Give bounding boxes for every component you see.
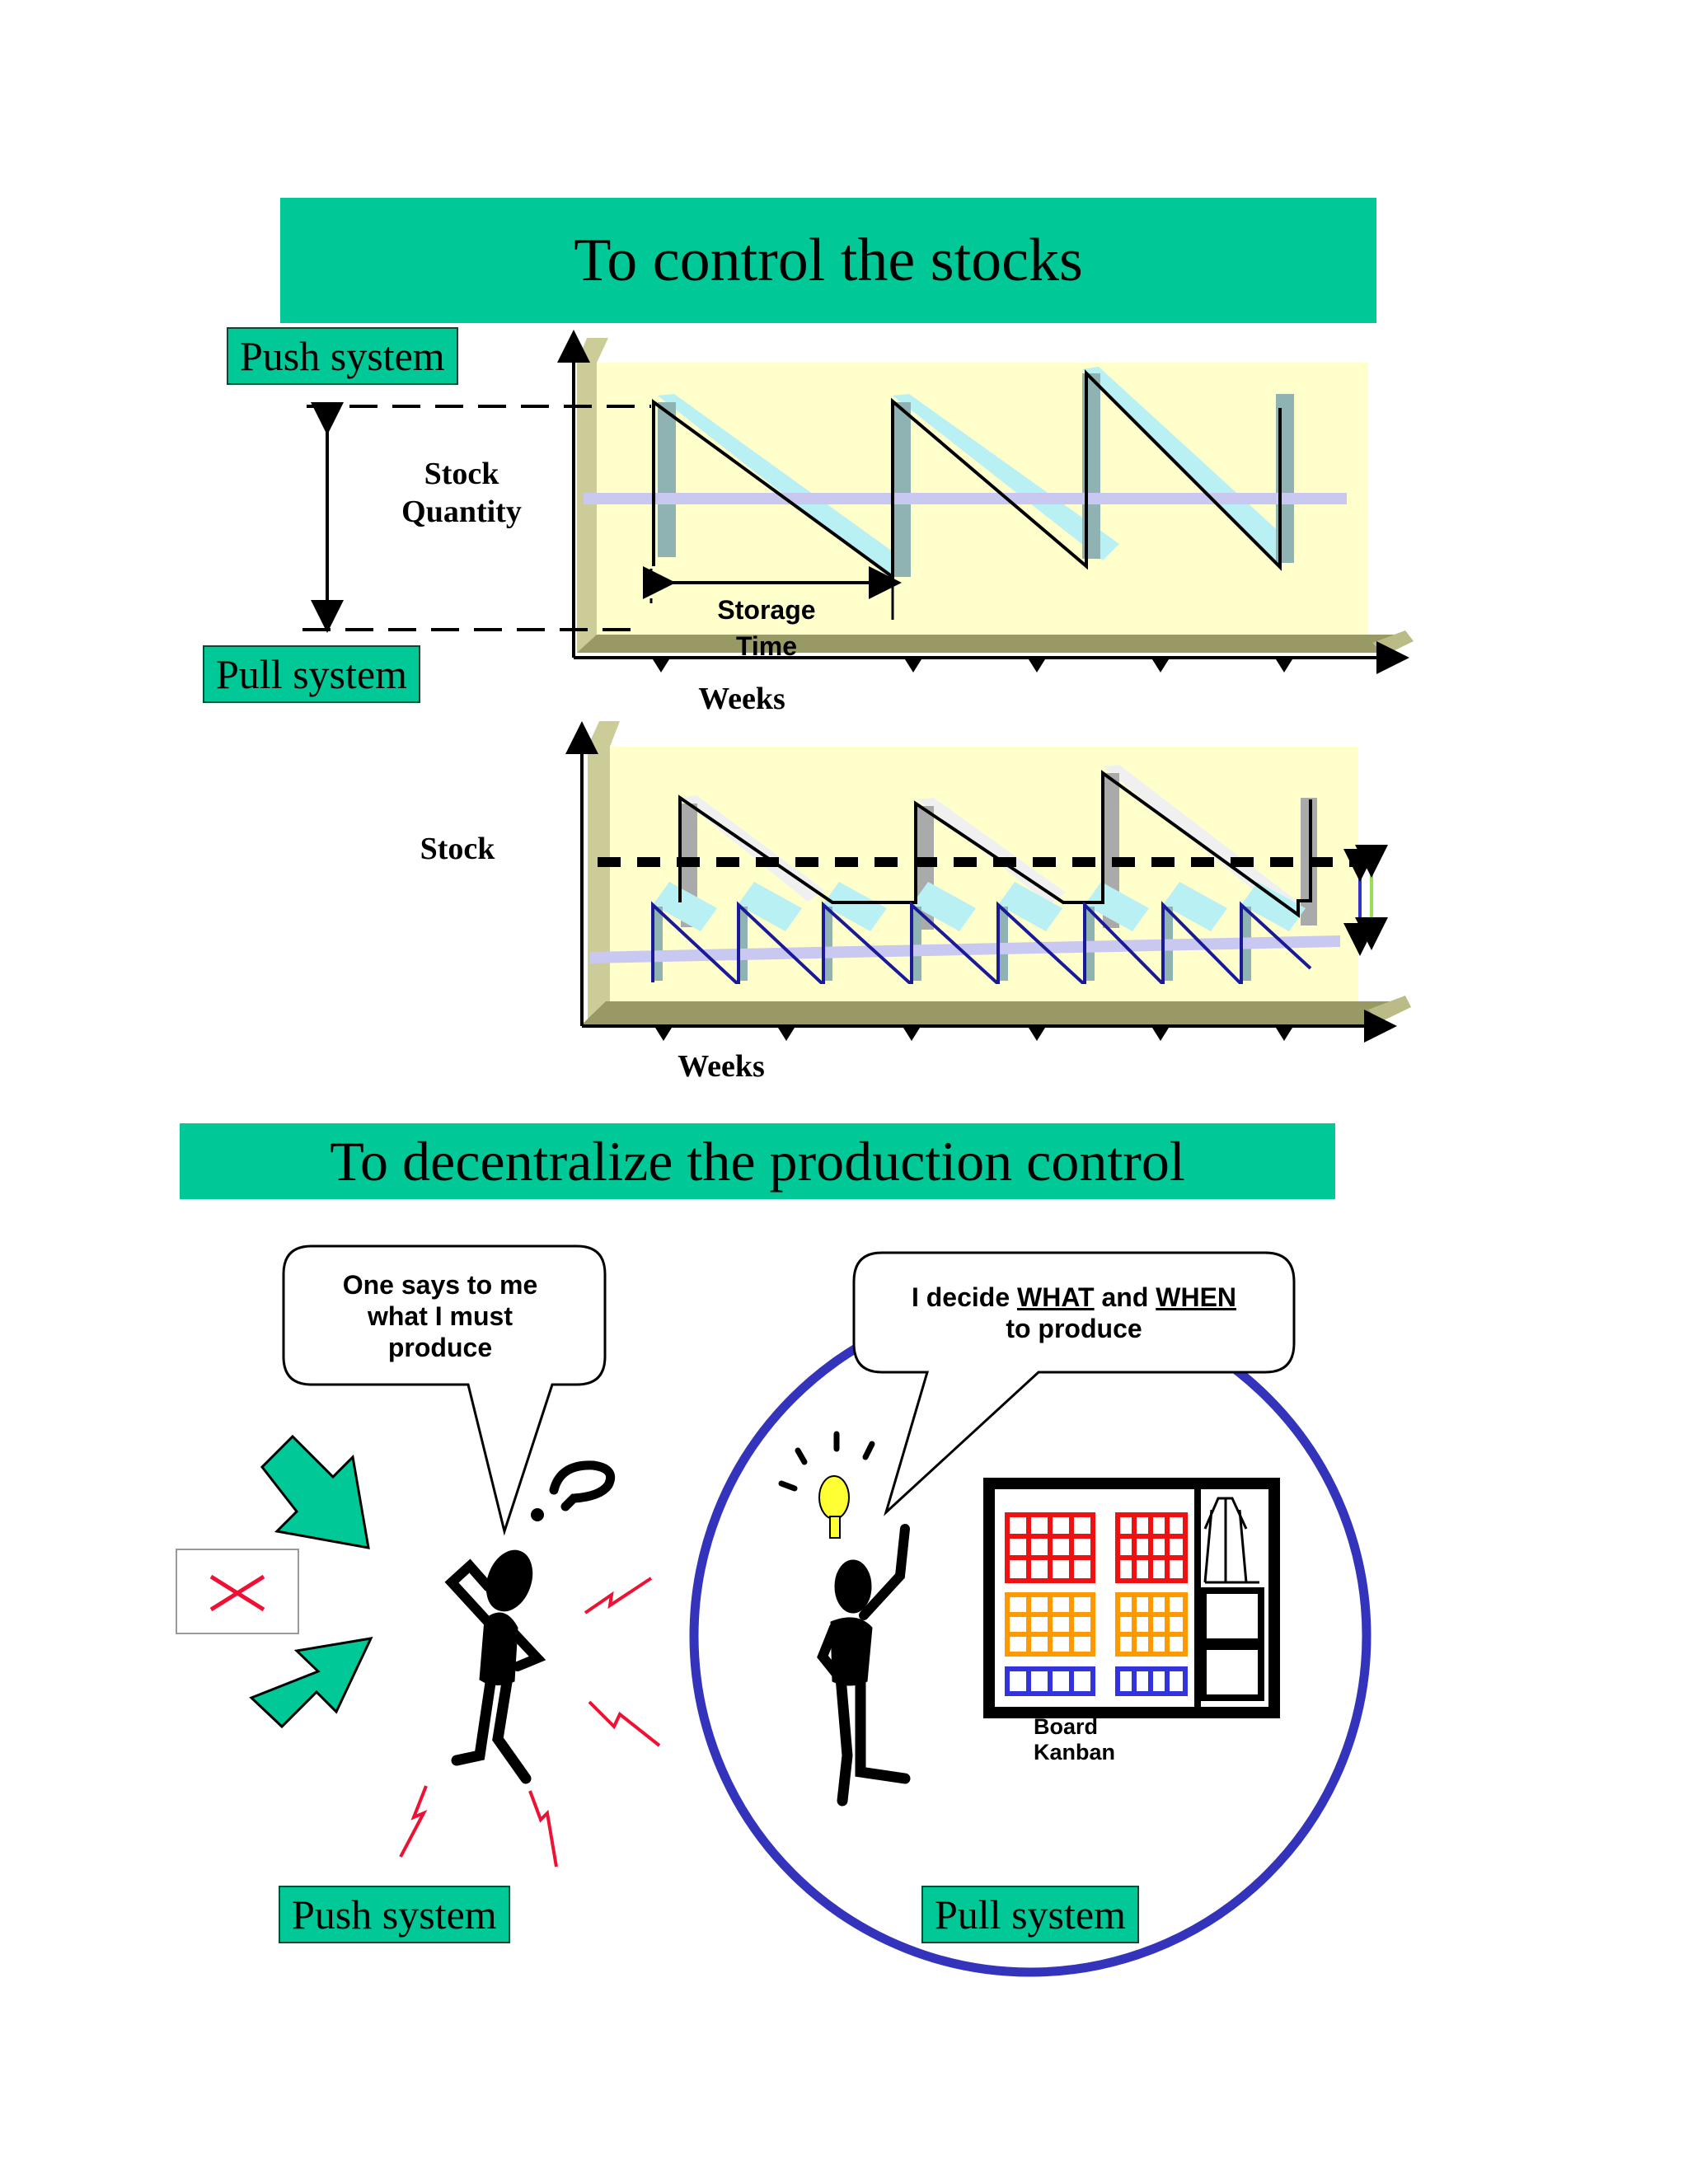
board-kanban-label: Board Kanban — [1034, 1714, 1165, 1765]
stick-figure-icon — [444, 1549, 546, 1784]
speech-bubble-left-text: One says to me what I must produce — [292, 1269, 588, 1363]
bubble-left-line: what I must — [367, 1301, 513, 1331]
board-label-line1: Board — [1034, 1714, 1099, 1739]
stock-quantity-line1: Stock — [424, 457, 499, 491]
cross-icon — [176, 1549, 299, 1634]
speech-bubble-left — [282, 1244, 607, 1536]
kanban-board-icon — [983, 1478, 1280, 1718]
bubble-right-line1: I decide WHAT and WHEN — [857, 1282, 1291, 1313]
weeks-label-2: Weeks — [678, 1049, 765, 1084]
push-arrow-icon — [260, 1434, 370, 1549]
bubble-right-when: WHEN — [1156, 1282, 1237, 1312]
stock-quantity-label: Stock Quantity — [387, 455, 536, 531]
bubble-right-line2: to produce — [1006, 1314, 1142, 1343]
light-bulb-icon — [778, 1431, 875, 1539]
bubble-right-text-b: and — [1094, 1282, 1156, 1312]
stock-label: Stock — [420, 832, 495, 866]
storage-time-label: Storage Time — [692, 592, 841, 664]
bubble-left-line: One says to me — [342, 1270, 538, 1300]
stick-figure-icon — [817, 1524, 911, 1807]
chart-push-stock — [557, 330, 1414, 674]
board-label-line2: Kanban — [1034, 1740, 1116, 1765]
bubble-left-line: produce — [387, 1333, 493, 1362]
push-system-tag-top: Push system — [227, 327, 458, 385]
speech-bubble-right-text: I decide WHAT and WHEN to produce — [857, 1282, 1291, 1344]
push-arrow-icon — [249, 1637, 373, 1729]
bubble-right-what: WHAT — [1017, 1282, 1095, 1312]
storage-time-line2: Time — [735, 631, 798, 661]
storage-time-line1: Storage — [717, 595, 816, 625]
bubble-right-text-a: I decide — [911, 1282, 1017, 1312]
weeks-label-1: Weeks — [698, 682, 785, 716]
stock-quantity-line2: Quantity — [401, 494, 522, 529]
pull-system-tag-bottom: Pull system — [921, 1886, 1139, 1943]
speech-bubble-right — [852, 1251, 1296, 1516]
stock-range-guides — [302, 402, 651, 633]
push-system-tag-bottom: Push system — [279, 1886, 510, 1943]
top-title: To control the stocks — [574, 227, 1083, 294]
pull-system-tag-top: Pull system — [203, 645, 420, 703]
chart-pull-stock — [565, 721, 1411, 1043]
lightning-icon — [399, 1577, 661, 1868]
bottom-title: To decentralize the production control — [330, 1130, 1185, 1193]
top-title-banner: To control the stocks — [280, 198, 1376, 323]
question-mark-icon — [531, 1460, 616, 1521]
bottom-title-banner: To decentralize the production control — [180, 1123, 1335, 1199]
